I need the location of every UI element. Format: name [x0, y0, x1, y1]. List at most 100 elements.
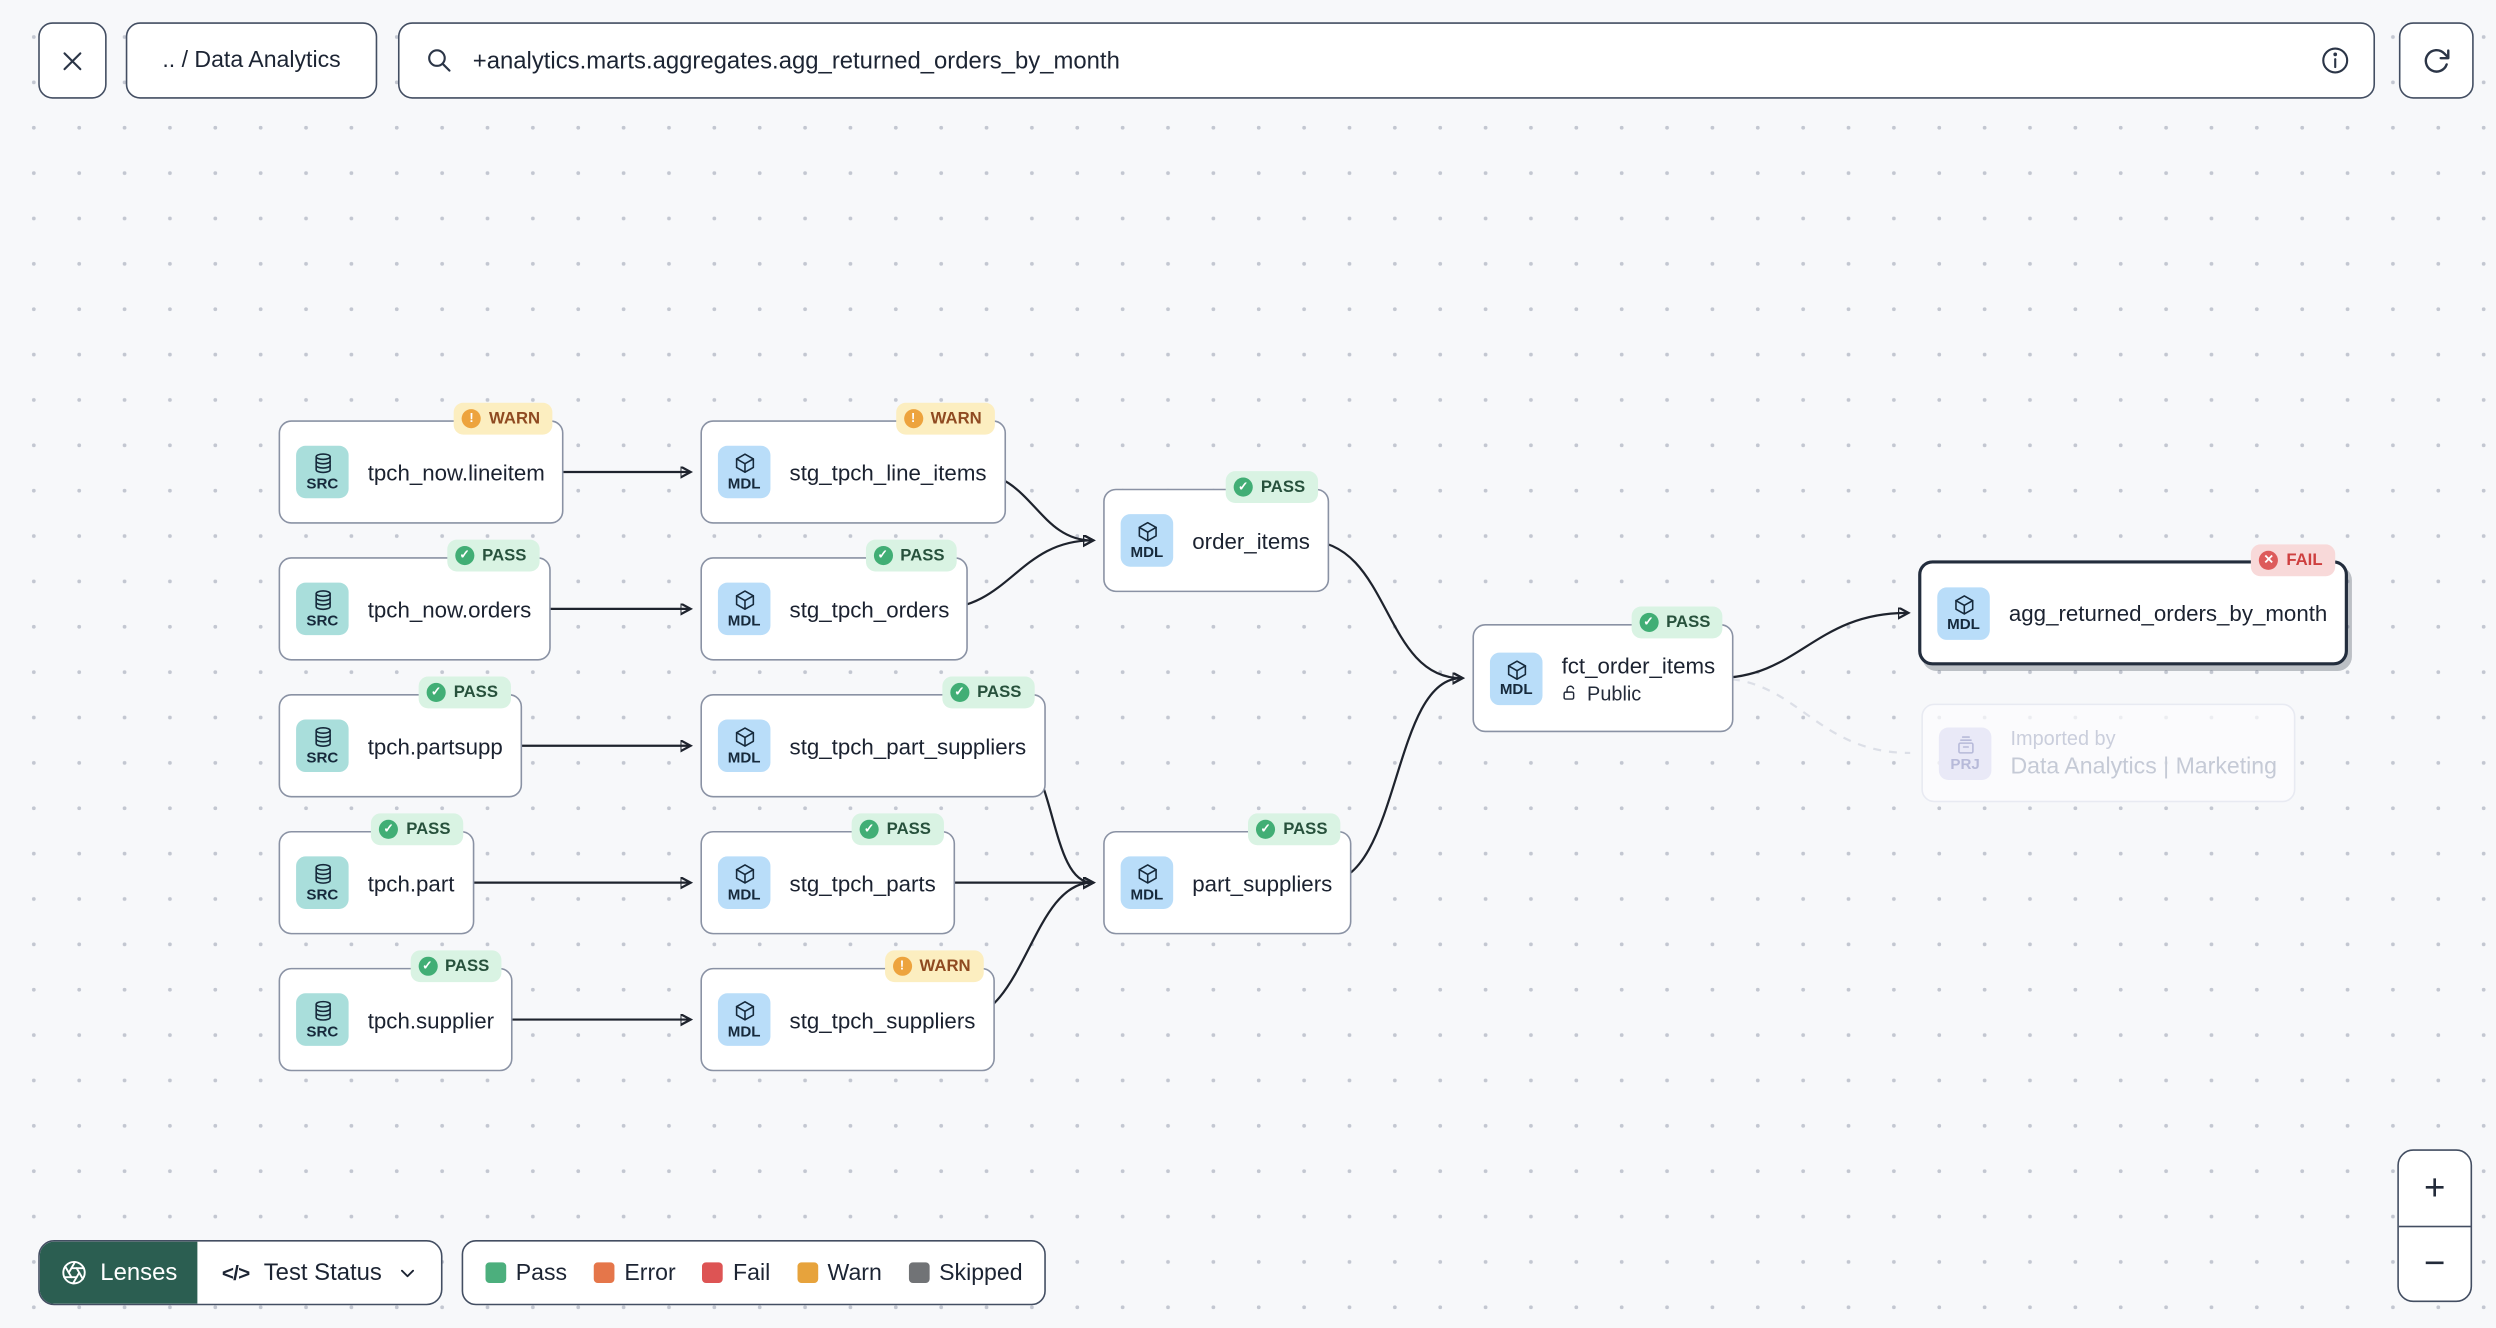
zoom-out-button[interactable]: −	[2424, 1242, 2446, 1284]
graph-node-tpch-part[interactable]: ✓PASS SRC tpch.part	[278, 813, 475, 935]
status-badge: ✓PASS	[851, 813, 944, 846]
status-label: WARN	[930, 409, 982, 429]
search-bar[interactable]	[397, 22, 2376, 99]
pass-swatch	[485, 1262, 507, 1284]
graph-node-imported-project: PRJ Imported by Data Analytics | Marketi…	[1921, 703, 2297, 803]
graph-node-stg-tpch-orders[interactable]: ✓PASS MDL stg_tpch_orders	[700, 539, 969, 661]
lens-selector-label: Test Status	[263, 1259, 382, 1287]
skipped-swatch	[908, 1262, 930, 1284]
legend-label: Pass	[515, 1259, 568, 1286]
cube-icon	[1136, 863, 1158, 885]
warn-icon: !	[903, 409, 923, 429]
access-label: Public	[1587, 682, 1642, 705]
zoom-controls: + −	[2397, 1149, 2473, 1303]
node-label: stg_tpch_suppliers	[789, 1006, 976, 1033]
check-icon: ✓	[1233, 477, 1253, 497]
source-type-chip: SRC	[296, 719, 349, 773]
cross-icon: ✕	[2259, 550, 2279, 570]
cube-icon	[733, 589, 755, 611]
graph-node-tpch-supplier[interactable]: ✓PASS SRC tpch.supplier	[278, 950, 514, 1072]
database-icon	[311, 863, 333, 885]
chip-label: PRJ	[1950, 756, 1980, 774]
cube-icon	[1505, 658, 1527, 680]
imported-by-title: Imported by	[2010, 726, 2116, 749]
node-label: tpch.supplier	[367, 1006, 495, 1033]
node-label: part_suppliers	[1192, 869, 1333, 896]
status-badge: !WARN	[453, 402, 553, 435]
status-label: PASS	[977, 682, 1022, 702]
node-label: tpch.partsupp	[367, 733, 503, 759]
chip-label: MDL	[1499, 681, 1533, 699]
lenses-button[interactable]: Lenses	[39, 1241, 198, 1304]
chip-label: SRC	[306, 475, 339, 493]
access-row: Public	[1562, 682, 1716, 704]
chip-label: SRC	[306, 885, 339, 904]
chip-label: SRC	[306, 1022, 339, 1041]
legend-item-skipped: Skipped	[908, 1260, 1023, 1285]
breadcrumb-button[interactable]: .. / Data Analytics	[125, 22, 378, 99]
node-label: stg_tpch_orders	[789, 596, 950, 622]
node-label: agg_returned_orders_by_month	[2008, 600, 2328, 626]
graph-node-tpch-now-orders[interactable]: ✓PASS SRC tpch_now.orders	[278, 539, 551, 661]
check-icon: ✓	[417, 956, 438, 976]
node-label: stg_tpch_part_suppliers	[789, 733, 1027, 759]
project-icon	[1954, 733, 1976, 755]
graph-node-tpch-now-lineitem[interactable]: !WARN SRC tpch_now.lineitem	[278, 402, 564, 524]
refresh-button[interactable]	[2398, 22, 2474, 99]
status-badge: ✓PASS	[865, 539, 958, 572]
close-icon	[63, 51, 82, 70]
status-label: WARN	[489, 409, 541, 429]
edge	[1715, 613, 1907, 680]
status-badge: !WARN	[884, 950, 984, 983]
graph-node-agg-returned-orders-by-month[interactable]: ✕ FAIL MDL agg_returned_orders_by_month	[1918, 544, 2349, 666]
close-button[interactable]	[38, 22, 107, 99]
chip-label: MDL	[1130, 885, 1164, 904]
model-type-chip: MDL	[717, 582, 771, 636]
status-legend: Pass Error Fail Warn Skipped	[461, 1240, 1047, 1306]
cube-icon	[733, 726, 755, 748]
model-type-chip: MDL	[1120, 856, 1174, 909]
status-label: PASS	[1666, 612, 1711, 632]
legend-label: Error	[624, 1259, 676, 1286]
code-icon: </>	[221, 1260, 250, 1285]
graph-node-fct-order-items[interactable]: ✓PASS MDL fct_order_items Public	[1472, 606, 1735, 733]
warn-swatch	[797, 1262, 818, 1284]
check-icon: ✓	[426, 682, 446, 702]
graph-node-order-items[interactable]: ✓PASS MDL order_items	[1103, 471, 1330, 593]
search-input[interactable]	[469, 45, 2304, 76]
search-icon	[428, 49, 451, 72]
check-icon: ✓	[859, 819, 879, 839]
graph-node-stg-tpch-line-items[interactable]: !WARN MDL stg_tpch_line_items	[700, 402, 1006, 524]
status-label: FAIL	[2286, 550, 2323, 570]
zoom-in-button[interactable]: +	[2398, 1151, 2471, 1227]
refresh-icon	[2424, 48, 2450, 72]
status-badge: ✓PASS	[371, 813, 464, 846]
check-icon: ✓	[1256, 819, 1276, 839]
cube-icon	[1952, 593, 1974, 615]
graph-node-stg-tpch-part-suppliers[interactable]: ✓PASS MDL stg_tpch_part_suppliers	[700, 676, 1046, 798]
node-label: tpch_now.orders	[367, 596, 532, 622]
status-badge: ✓PASS	[1225, 471, 1318, 504]
aperture-icon	[62, 1261, 86, 1285]
lenses-control: Lenses </> Test Status	[38, 1240, 443, 1306]
error-swatch	[594, 1262, 615, 1284]
graph-node-stg-tpch-parts[interactable]: ✓PASS MDL stg_tpch_parts	[700, 813, 955, 935]
status-badge: ! WARN	[895, 402, 995, 435]
chip-label: MDL	[727, 885, 761, 904]
graph-node-tpch-partsupp[interactable]: ✓ PASS SRC tpch.partsupp	[278, 676, 522, 798]
model-type-chip: MDL	[1937, 586, 1990, 640]
status-badge: ✓ PASS	[418, 676, 511, 709]
model-type-chip: MDL	[1489, 651, 1543, 705]
chip-label: MDL	[1947, 616, 1980, 634]
project-type-chip: PRJ	[1938, 726, 1992, 780]
edge-dashed	[1715, 677, 1911, 755]
graph-node-stg-tpch-suppliers[interactable]: !WARN MDL stg_tpch_suppliers	[700, 950, 995, 1072]
chip-label: SRC	[306, 748, 339, 767]
status-label: PASS	[453, 682, 498, 702]
lens-selector-dropdown[interactable]: </> Test Status	[198, 1242, 441, 1304]
graph-node-part-suppliers[interactable]: ✓ PASS MDL part_suppliers	[1103, 813, 1352, 935]
source-type-chip: SRC	[296, 582, 349, 636]
info-icon[interactable]	[2319, 45, 2351, 77]
status-label: PASS	[1283, 819, 1328, 839]
